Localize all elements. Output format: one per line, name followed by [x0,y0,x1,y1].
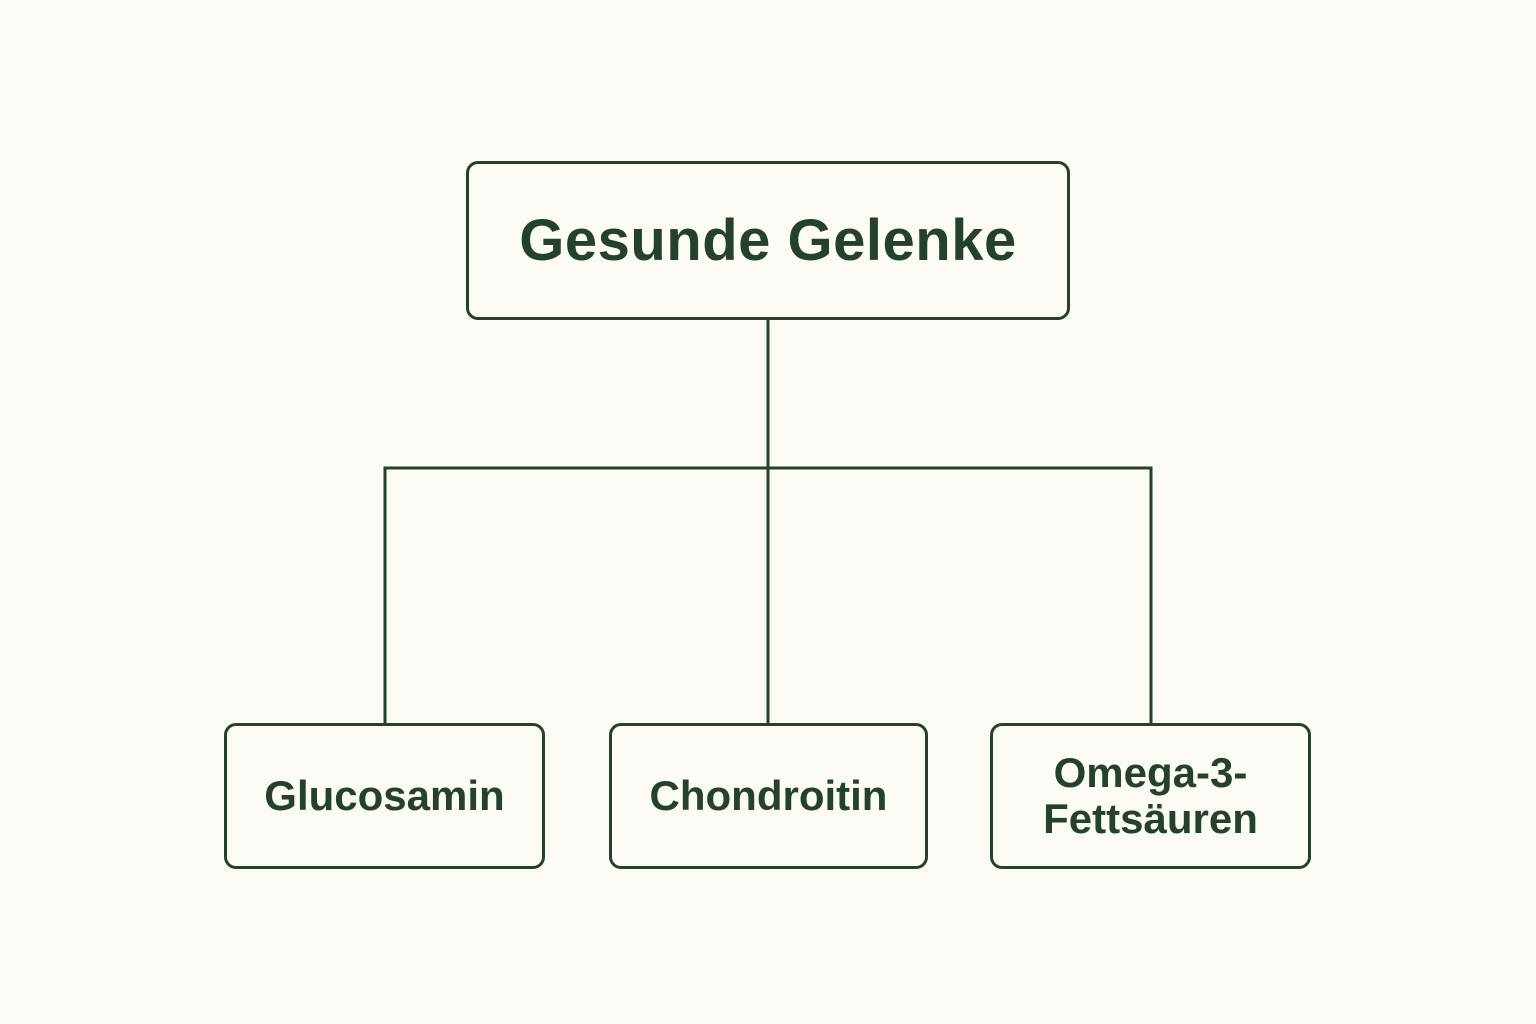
child-node-label: Glucosamin [264,772,505,819]
root-node-label: Gesunde Gelenke [519,208,1017,273]
root-node: Gesunde Gelenke [466,161,1070,320]
child-node-glucosamin: Glucosamin [224,723,545,869]
child-node-omega3: Omega-3-Fettsäuren [990,723,1311,869]
child-node-chondroitin: Chondroitin [609,723,928,869]
child-node-label: Chondroitin [649,772,888,819]
child-node-label: Omega-3-Fettsäuren [1043,749,1258,842]
